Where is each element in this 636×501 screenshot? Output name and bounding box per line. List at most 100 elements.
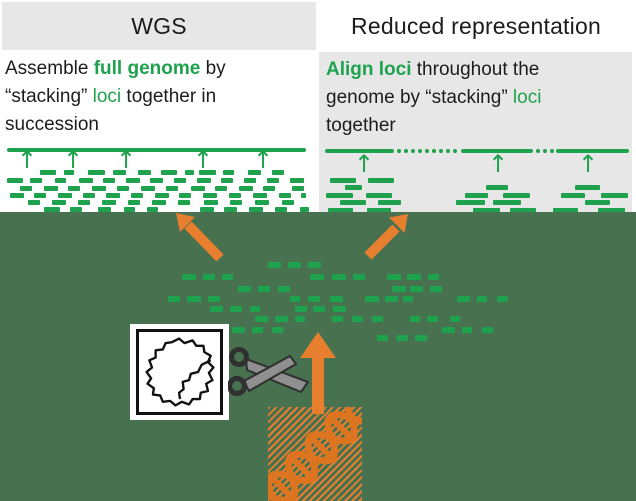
reduced-read [561,193,585,198]
dna-fragment [295,316,305,322]
dna-fragment [295,306,307,312]
wgs-read [147,207,158,212]
dna-fragment [203,274,215,280]
genome-line-segment [404,149,408,153]
reduced-representation-header: Reduced representation [318,2,634,50]
wgs-read [68,186,80,191]
wgs-read [98,207,111,212]
reduced-read [510,208,536,213]
dna-fragment [278,286,290,292]
dna-fragment [415,335,427,341]
dna-fragment [410,286,423,292]
dna-fragment [430,286,442,292]
wgs-read [92,186,106,191]
dna-fragment [385,296,398,302]
wgs-read [55,178,66,183]
dna-fragment [457,296,470,302]
wgs-read [79,178,93,183]
wgs-read [178,200,190,205]
wgs-read [279,193,291,198]
wgs-read [203,193,217,198]
reduced-description: Align loci throughout the genome by “sta… [326,56,606,140]
dna-fragment [258,286,270,292]
wgs-read [44,207,60,212]
dna-fragment [333,306,346,312]
wgs-read [282,200,294,205]
dna-helix-icon [268,407,362,501]
orange-arrow-up-right-icon [364,214,408,260]
wgs-read [117,186,129,191]
wgs-read [64,170,74,175]
dna-fragment [187,296,201,302]
desc-text: together in succession [5,86,217,135]
dna-fragment [403,296,413,302]
wgs-read [58,193,72,198]
dna-fragment [313,306,325,312]
wgs-title: WGS [131,12,187,39]
reduced-read [328,208,353,213]
genome-line-segment [446,149,450,153]
wgs-read [301,193,306,198]
dna-fragment [230,306,242,312]
genome-line-segment [432,149,436,153]
dna-fragment [372,316,383,322]
wgs-read [28,200,40,205]
align-up-arrow-icon: ↑ [193,146,214,174]
dna-fragment [310,274,324,280]
genome-line-segment [536,149,540,153]
wgs-read [239,186,253,191]
wgs-read [7,178,23,183]
reduced-read [465,193,488,198]
reduced-read [503,193,530,198]
dna-fragment [255,316,268,322]
dna-fragment [250,306,260,312]
reduced-read [366,193,392,198]
wgs-read [102,200,116,205]
dna-fragment [353,274,365,280]
wgs-read [138,170,151,175]
reduced-read [601,193,628,198]
scissors-icon [228,347,309,396]
genome-line-segment [418,149,422,153]
reduced-representation-title: Reduced representation [351,12,601,39]
wgs-read [263,186,275,191]
wgs-read [141,186,155,191]
dna-fragment [208,296,220,302]
wgs-read [223,170,234,175]
dna-fragment [268,262,281,268]
reduced-read [345,185,362,190]
genome-map-frame [136,329,223,415]
reduced-read [486,185,508,190]
dna-fragment [308,296,320,302]
dna-fragment [377,335,388,341]
wgs-read [221,178,233,183]
desc-text: by “stacking” [5,58,226,107]
wgs-read [124,207,135,212]
genome-line-segment [543,149,547,153]
dna-fragment [308,262,321,268]
dna-fragment [392,286,406,292]
wgs-read [229,193,241,198]
wgs-read [179,193,191,198]
wgs-read [244,178,256,183]
wgs-read [83,193,95,198]
desc-text: Assemble [5,58,94,79]
wgs-read [248,170,261,175]
wgs-read [292,186,304,191]
dna-fragment [272,327,283,333]
reduced-read [456,200,485,205]
dna-fragment [450,316,460,322]
dna-fragment [288,262,301,268]
wgs-read [113,170,126,175]
dna-fragment [482,327,493,333]
dna-fragment [238,286,251,292]
desc-highlight: full genome [93,58,201,79]
wgs-read [128,200,140,205]
reduced-read [378,200,401,205]
genome-line-segment [453,149,457,153]
reduced-read [553,208,578,213]
